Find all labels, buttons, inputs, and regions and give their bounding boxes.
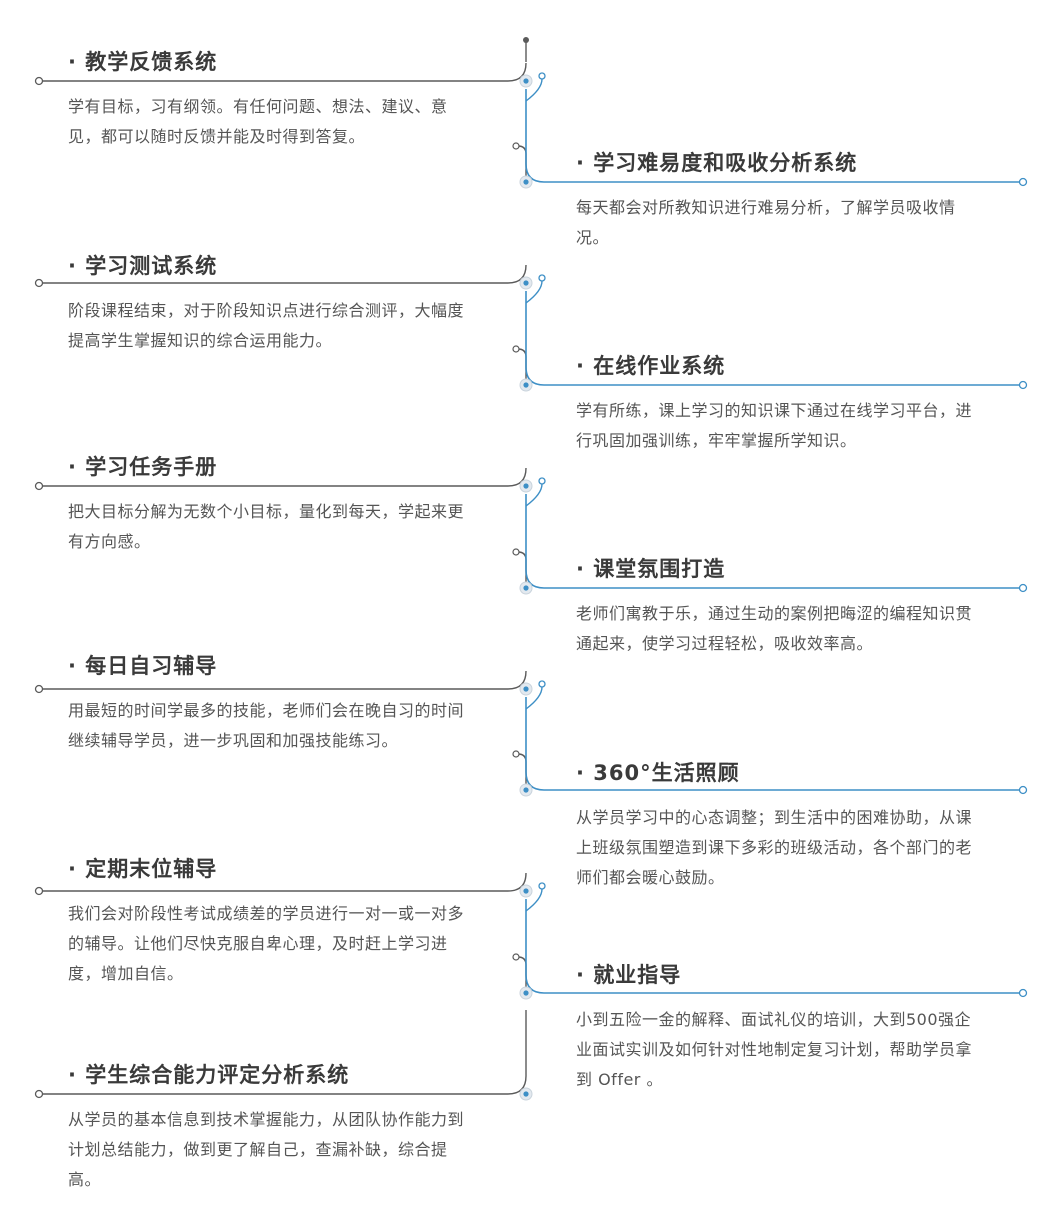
item-title: · 定期末位辅导 xyxy=(68,857,218,881)
left-end-node xyxy=(34,278,44,288)
left-end-node xyxy=(34,481,44,491)
left-item-2: · 学习测试系统 阶段课程结束，对于阶段知识点进行综合测评，大幅度提高学生掌握知… xyxy=(68,250,478,356)
spine-node-dot xyxy=(523,787,529,793)
blue-hook xyxy=(525,483,543,507)
left-connector xyxy=(42,62,527,82)
blue-hook-node xyxy=(538,274,546,282)
left-connector xyxy=(42,467,527,487)
item-description: 把大目标分解为无数个小目标，量化到每天，学起来更有方向感。 xyxy=(68,502,465,551)
right-end-node xyxy=(1018,988,1028,998)
left-item-5: · 定期末位辅导 我们会对阶段性考试成绩差的学员进行一对一或一对多的辅导。让他们… xyxy=(68,853,478,989)
blue-hook xyxy=(525,78,543,102)
item-title: · 教学反馈系统 xyxy=(68,50,218,74)
item-title: · 学习难易度和吸收分析系统 xyxy=(576,151,858,175)
item-description: 学有目标，习有纲领。有任何问题、想法、建议、意见，都可以随时反馈并能及时得到答复… xyxy=(68,97,448,146)
gray-hook-node xyxy=(512,750,520,758)
item-description: 用最短的时间学最多的技能，老师们会在晚自习的时间继续辅导学员，进一步巩固和加强技… xyxy=(68,701,465,750)
blue-hook-node xyxy=(538,680,546,688)
blue-hook-node xyxy=(538,882,546,890)
gray-hook xyxy=(517,753,527,786)
left-end-node xyxy=(34,1089,44,1099)
gray-hook xyxy=(517,145,527,178)
left-connector xyxy=(42,264,527,284)
right-item-2: · 在线作业系统 学有所练，课上学习的知识课下通过在线学习平台，进行巩固加强训练… xyxy=(576,350,976,456)
gray-hook-node xyxy=(512,345,520,353)
right-item-3: · 课堂氛围打造 老师们寓教于乐，通过生动的案例把晦涩的编程知识贯通起来，使学习… xyxy=(576,553,976,659)
gray-hook-node xyxy=(512,142,520,150)
left-end-node xyxy=(34,886,44,896)
right-item-1: · 学习难易度和吸收分析系统 每天都会对所教知识进行难易分析，了解学员吸收情况。 xyxy=(576,147,976,253)
spine-node-dot xyxy=(523,382,529,388)
right-end-node xyxy=(1018,177,1028,187)
gray-hook xyxy=(517,551,527,584)
left-item-3: · 学习任务手册 把大目标分解为无数个小目标，量化到每天，学起来更有方向感。 xyxy=(68,451,478,557)
blue-hook-node xyxy=(538,72,546,80)
item-description: 小到五险一金的解释、面试礼仪的培训，大到500强企业面试实训及如何针对性地制定复… xyxy=(576,1010,973,1089)
spine-node-dot xyxy=(523,179,529,185)
item-title: · 学生综合能力评定分析系统 xyxy=(68,1063,350,1087)
left-item-6: · 学生综合能力评定分析系统 从学员的基本信息到技术掌握能力，从团队协作能力到计… xyxy=(68,1059,478,1195)
left-connector xyxy=(42,670,527,690)
item-title: · 就业指导 xyxy=(576,963,682,987)
blue-hook xyxy=(525,888,543,912)
item-title: · 学习任务手册 xyxy=(68,455,218,479)
spine-node-dot xyxy=(523,888,529,894)
item-title: · 每日自习辅导 xyxy=(68,654,218,678)
spine-node-dot xyxy=(523,990,529,996)
item-description: 我们会对阶段性考试成绩差的学员进行一对一或一对多的辅导。让他们尽快克服自卑心理，… xyxy=(68,904,465,983)
item-title: · 360°生活照顾 xyxy=(576,761,740,785)
item-description: 从学员学习中的心态调整；到生活中的困难协助，从课上班级氛围塑造到课下多彩的班级活… xyxy=(576,808,973,887)
item-title: · 在线作业系统 xyxy=(576,354,726,378)
gray-hook-node xyxy=(512,953,520,961)
left-item-4: · 每日自习辅导 用最短的时间学最多的技能，老师们会在晚自习的时间继续辅导学员，… xyxy=(68,650,478,756)
blue-hook xyxy=(525,686,543,710)
gray-hook-node xyxy=(512,548,520,556)
left-end-node xyxy=(34,76,44,86)
right-item-5: · 就业指导 小到五险一金的解释、面试礼仪的培训，大到500强企业面试实训及如何… xyxy=(576,959,976,1095)
item-description: 老师们寓教于乐，通过生动的案例把晦涩的编程知识贯通起来，使学习过程轻松，吸收效率… xyxy=(576,604,973,653)
left-connector xyxy=(42,1075,527,1095)
item-description: 每天都会对所教知识进行难易分析，了解学员吸收情况。 xyxy=(576,198,956,247)
right-item-4: · 360°生活照顾 从学员学习中的心态调整；到生活中的困难协助，从课上班级氛围… xyxy=(576,757,976,893)
spine-node-dot xyxy=(523,483,529,489)
spine-node-dot xyxy=(523,585,529,591)
blue-hook-node xyxy=(538,477,546,485)
spine-node-dot xyxy=(523,1091,529,1097)
right-end-node xyxy=(1018,785,1028,795)
right-end-node xyxy=(1018,583,1028,593)
item-title: · 学习测试系统 xyxy=(68,254,218,278)
spine-node-dot xyxy=(523,280,529,286)
gray-hook xyxy=(517,348,527,381)
item-description: 学有所练，课上学习的知识课下通过在线学习平台，进行巩固加强训练，牢牢掌握所学知识… xyxy=(576,401,973,450)
left-end-node xyxy=(34,684,44,694)
timeline-top-dot xyxy=(523,37,529,43)
left-item-1: · 教学反馈系统 学有目标，习有纲领。有任何问题、想法、建议、意见，都可以随时反… xyxy=(68,46,478,152)
item-description: 阶段课程结束，对于阶段知识点进行综合测评，大幅度提高学生掌握知识的综合运用能力。 xyxy=(68,301,465,350)
spine-node-dot xyxy=(523,78,529,84)
blue-hook xyxy=(525,280,543,304)
gray-hook xyxy=(517,956,527,989)
right-end-node xyxy=(1018,380,1028,390)
left-connector xyxy=(42,872,527,892)
item-description: 从学员的基本信息到技术掌握能力，从团队协作能力到计划总结能力，做到更了解自己，查… xyxy=(68,1110,465,1189)
spine-node-dot xyxy=(523,686,529,692)
item-title: · 课堂氛围打造 xyxy=(576,557,726,581)
